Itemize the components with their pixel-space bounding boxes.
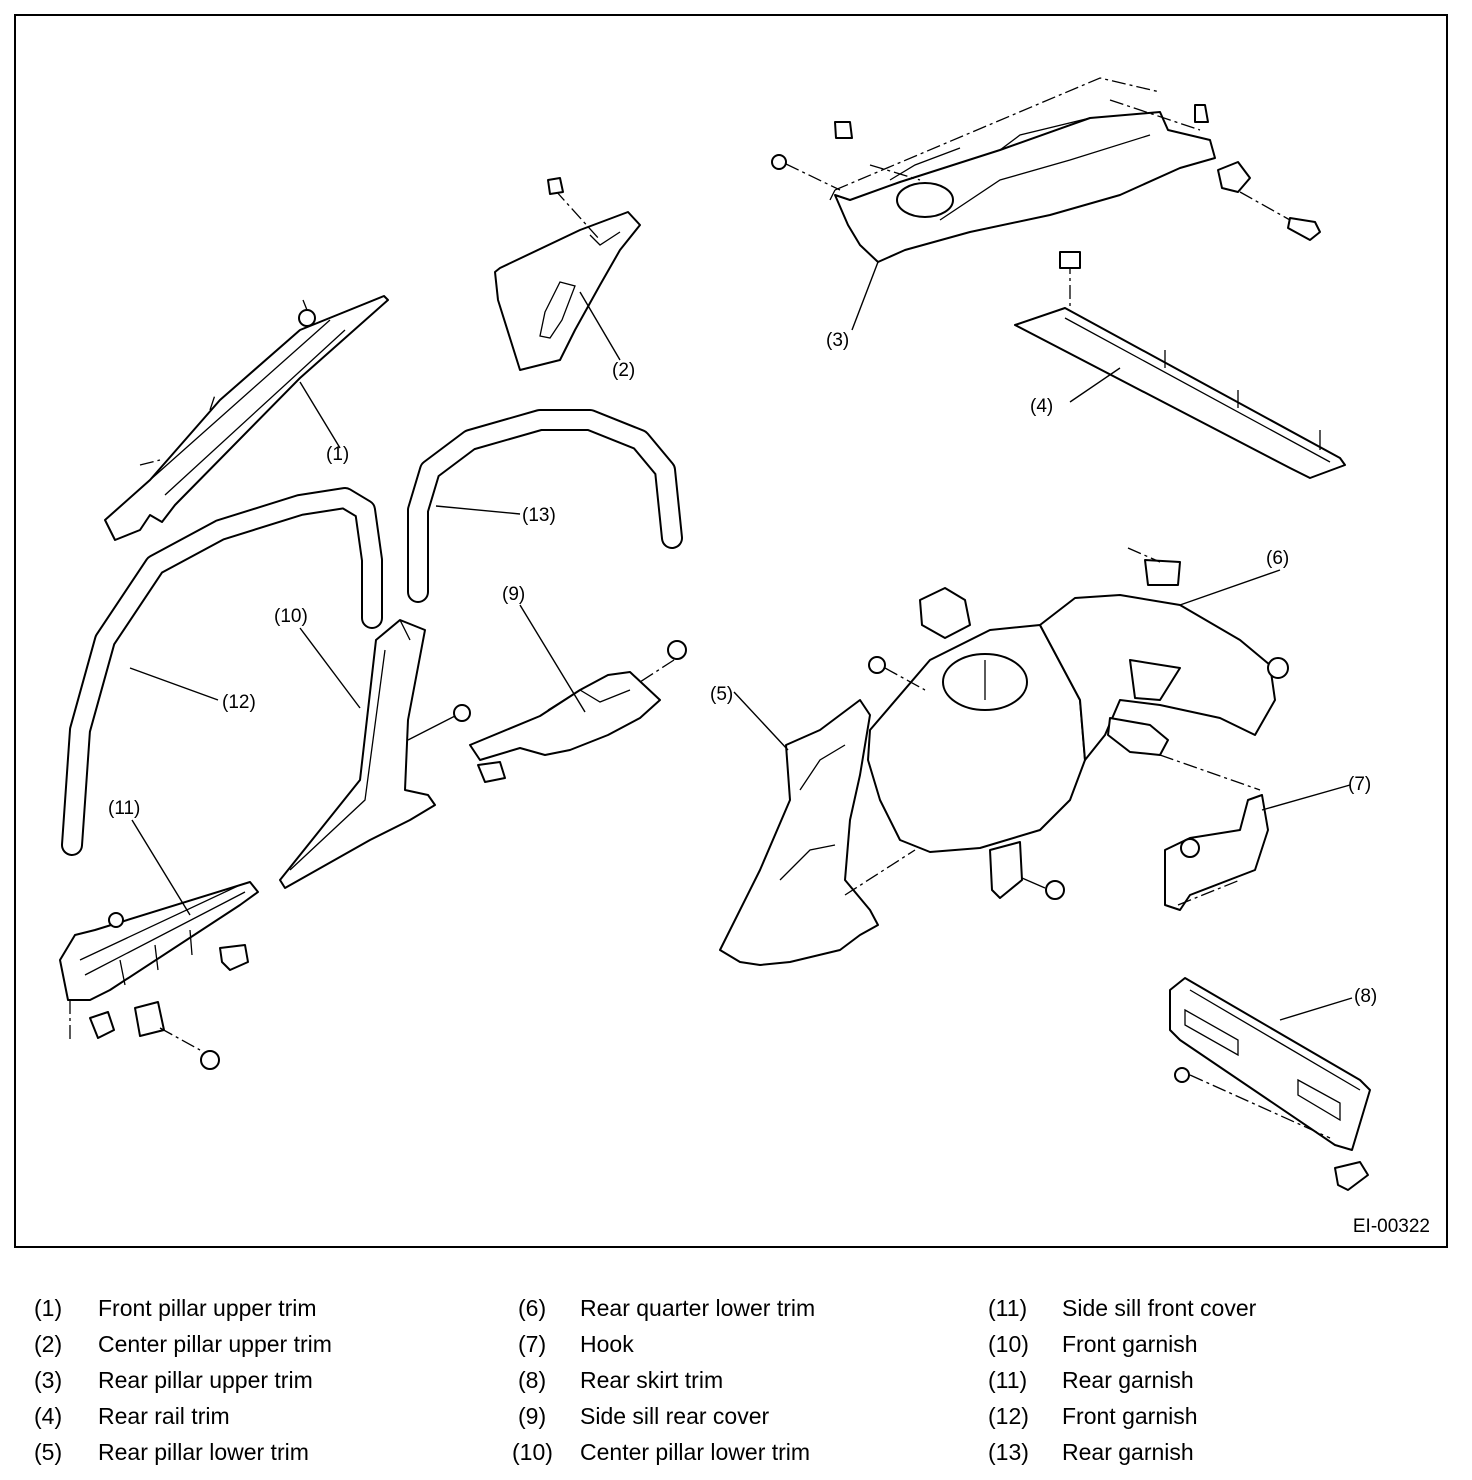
callout-3: (3) <box>826 330 849 351</box>
callout-1: (1) <box>326 444 349 465</box>
legend-number: (4) <box>34 1403 63 1429</box>
callout-8: (8) <box>1354 986 1377 1007</box>
legend-number: (3) <box>34 1367 63 1393</box>
callout-5: (5) <box>710 684 733 705</box>
legend-label: Hook <box>580 1331 634 1357</box>
callout-labels: (1) (2) (3) (4) (5) (6) (7) (8) (9) (10)… <box>108 330 1377 1007</box>
legend-number: (10) <box>512 1439 553 1465</box>
hook-drawing <box>1164 794 1269 911</box>
legend-label: Side sill rear cover <box>580 1403 770 1429</box>
legend-label: Center pillar upper trim <box>98 1331 332 1357</box>
callout-4: (4) <box>1030 396 1053 417</box>
diagram-frame <box>14 14 1448 1248</box>
legend-number: (9) <box>518 1403 547 1429</box>
rear-garnish-drawing <box>407 409 683 603</box>
legend-number: (13) <box>988 1439 1029 1465</box>
legend-number: (7) <box>518 1331 547 1357</box>
rear-rail-trim-drawing <box>1014 251 1346 479</box>
leader-lines <box>129 261 1353 1021</box>
legend-label: Front garnish <box>1062 1331 1198 1357</box>
legend-number: (1) <box>34 1295 63 1321</box>
side-sill-front-cover-drawing <box>59 881 259 1070</box>
legend-label: Front pillar upper trim <box>98 1295 317 1321</box>
callout-6: (6) <box>1266 548 1289 569</box>
callout-12: (12) <box>222 692 256 713</box>
legend-number: (8) <box>518 1367 547 1393</box>
figure-id: EI-00322 <box>1353 1216 1430 1237</box>
front-garnish-drawing <box>61 487 383 856</box>
legend-label: Rear skirt trim <box>580 1367 724 1393</box>
callout-11: (11) <box>108 798 140 819</box>
center-pillar-lower-trim-drawing <box>279 619 471 889</box>
legend-label: Rear garnish <box>1062 1439 1194 1465</box>
side-sill-rear-cover-drawing <box>469 640 687 783</box>
center-pillar-upper-trim-drawing <box>494 177 641 371</box>
parts-diagram: (1) (2) (3) (4) (5) (6) (7) (8) (9) (10)… <box>14 14 1448 1248</box>
legend-label: Rear quarter lower trim <box>580 1295 816 1321</box>
legend-label: Rear rail trim <box>98 1403 230 1429</box>
legend-label: Rear pillar upper trim <box>98 1367 313 1393</box>
callout-9: (9) <box>502 584 525 605</box>
parts-legend: (1) Front pillar upper trim (2) Center pil… <box>0 1290 1472 1470</box>
rear-pillar-lower-trim-drawing <box>719 587 1086 966</box>
legend-label: Rear garnish <box>1062 1367 1194 1393</box>
rear-skirt-trim-drawing <box>1169 977 1371 1191</box>
callout-7: (7) <box>1348 774 1371 795</box>
legend-number: (6) <box>518 1295 547 1321</box>
callout-2: (2) <box>612 360 635 381</box>
legend-number: (11) <box>988 1295 1028 1321</box>
legend-number: (2) <box>34 1331 63 1357</box>
legend-label: Front garnish <box>1062 1403 1198 1429</box>
rear-pillar-upper-trim-drawing <box>771 77 1321 263</box>
legend-label: Side sill front cover <box>1062 1295 1257 1321</box>
legend-label: Rear pillar lower trim <box>98 1439 309 1465</box>
rear-quarter-lower-trim-drawing <box>1039 547 1289 791</box>
legend-label: Center pillar lower trim <box>580 1439 811 1465</box>
callout-13: (13) <box>522 505 556 526</box>
legend-number: (5) <box>34 1439 63 1465</box>
legend-number: (11) <box>988 1367 1028 1393</box>
front-pillar-upper-trim-drawing <box>104 295 389 541</box>
legend-number: (10) <box>988 1331 1029 1357</box>
callout-10: (10) <box>274 606 308 627</box>
legend-number: (12) <box>988 1403 1029 1429</box>
